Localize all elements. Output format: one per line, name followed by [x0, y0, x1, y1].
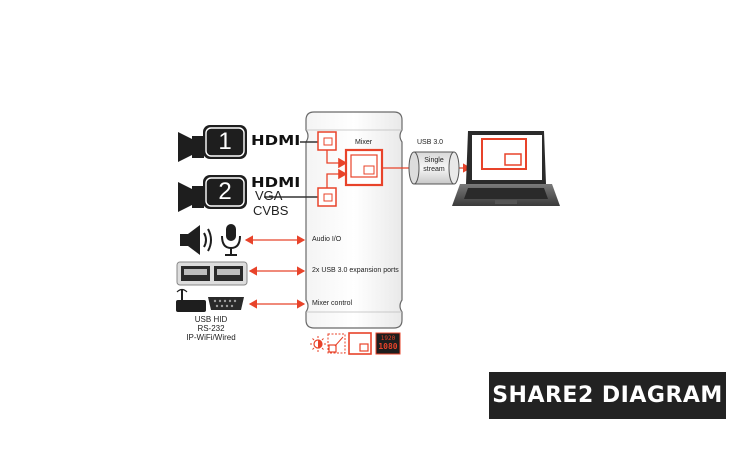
route-2-arrow — [326, 168, 348, 188]
hdmi-2-label: HDMI — [251, 176, 301, 191]
control-inputs-list: USB HID RS-232 IP-WiFi/Wired — [181, 315, 241, 342]
camera-1-number: 1 — [218, 128, 232, 155]
usb-ports-icon — [176, 261, 248, 286]
single-stream-label: Single stream — [423, 157, 445, 173]
vga-label: VGA — [255, 188, 283, 203]
usb30-label: USB 3.0 — [417, 139, 444, 146]
input-1-box — [317, 131, 337, 151]
router-serial-icon — [176, 288, 244, 312]
resolution-badge: 1920 1080 — [376, 335, 400, 351]
laptop-icon — [452, 131, 560, 206]
resolution-badge-bottom: 1080 — [378, 342, 398, 351]
input-2-box — [317, 187, 337, 207]
route-1-arrow — [326, 150, 348, 169]
microphone-icon — [221, 224, 241, 256]
usb-stream-cylinder — [408, 151, 460, 185]
control-input-rs232: RS-232 — [197, 324, 225, 333]
speaker-icon — [180, 225, 212, 255]
hdmi-1-label: HDMI — [251, 134, 301, 149]
control-input-ip: IP-WiFi/Wired — [186, 333, 236, 342]
camera-2-icon — [178, 175, 247, 212]
cvbs-label: CVBS — [253, 203, 289, 218]
camera-2-number: 2 — [218, 178, 232, 205]
usb-expansion-label: 2x USB 3.0 expansion ports — [312, 267, 399, 274]
caption-banner: SHARE2 DIAGRAM — [489, 372, 726, 419]
scale-mode-icon — [327, 333, 346, 354]
mixer-box — [344, 148, 384, 187]
camera-1-icon — [178, 125, 247, 162]
resolution-badge-top: 1920 — [380, 335, 396, 342]
control-input-usb-hid: USB HID — [194, 315, 228, 324]
resolution-badge-icon — [375, 332, 401, 355]
audio-io-label: Audio I/O — [312, 236, 342, 243]
mixer-label: Mixer — [355, 139, 373, 146]
pip-mode-icon — [348, 332, 372, 355]
brightness-mode-icon — [310, 336, 326, 352]
mixer-control-label: Mixer control — [312, 300, 353, 307]
